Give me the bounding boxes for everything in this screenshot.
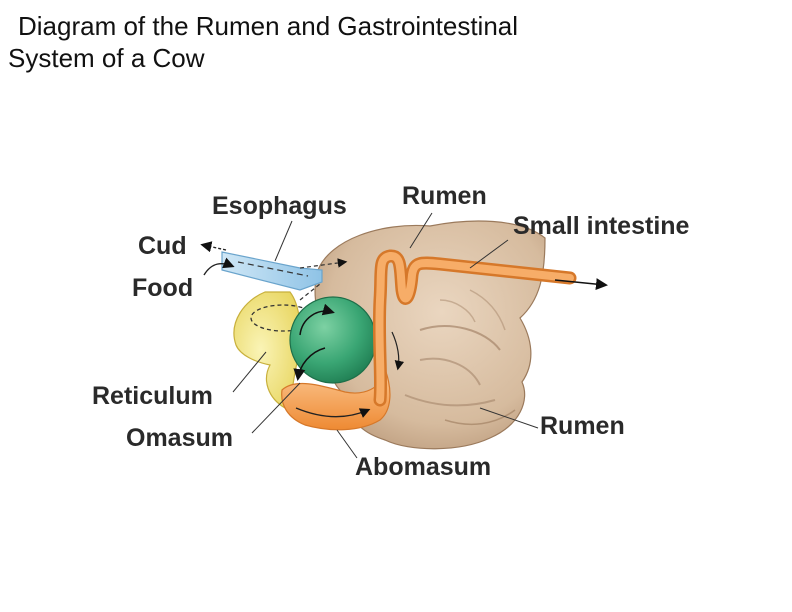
omasum-organ xyxy=(289,296,377,384)
leader-rumen-bottom xyxy=(479,407,539,429)
title-line-1: Diagram of the Rumen and Gastrointestina… xyxy=(18,11,519,41)
leader-omasum xyxy=(251,382,301,434)
label-esophagus: Esophagus xyxy=(212,192,347,220)
label-rumen-top: Rumen xyxy=(402,182,487,210)
leader-lines xyxy=(232,212,539,459)
label-food: Food xyxy=(132,274,194,302)
label-small-intestine: Small intestine xyxy=(513,212,690,240)
esophagus-organ xyxy=(221,251,348,301)
leader-rumen-top xyxy=(409,212,433,249)
leader-reticulum xyxy=(232,351,267,393)
label-omasum: Omasum xyxy=(126,424,233,452)
slide-title: Diagram of the Rumen and Gastrointestina… xyxy=(8,10,728,74)
label-reticulum: Reticulum xyxy=(92,382,213,410)
small-intestine-organ xyxy=(372,249,608,407)
label-abomasum: Abomasum xyxy=(355,453,492,481)
label-cud: Cud xyxy=(138,232,187,260)
leader-esophagus xyxy=(274,220,293,262)
leader-abomasum xyxy=(336,429,358,459)
food-arrow xyxy=(203,257,235,276)
cud-arrow xyxy=(200,241,227,253)
title-line-2: System of a Cow xyxy=(8,43,205,73)
label-rumen-bottom: Rumen xyxy=(540,412,625,440)
leader-small-intestine xyxy=(469,239,509,269)
abomasum-organ xyxy=(281,370,391,431)
